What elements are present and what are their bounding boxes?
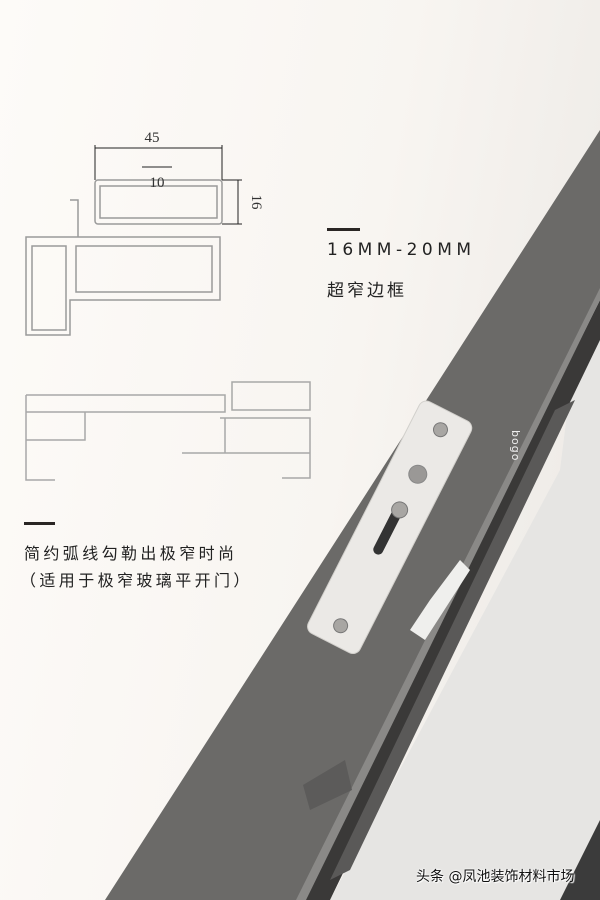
screw-icon (432, 422, 448, 438)
glass-panel (330, 150, 600, 900)
latch-hole-icon (408, 464, 428, 484)
profile-drawing-top (25, 145, 242, 336)
profile-drawing-assembly (25, 381, 311, 481)
spec-title: 16MM-20MM (327, 240, 476, 260)
description-line-1: 简约弧线勾勒出极窄时尚 (24, 544, 238, 563)
dimension-width-label: 45 (145, 130, 160, 146)
accent-bar (24, 522, 55, 525)
slot-icon (373, 508, 402, 555)
door-frame (105, 130, 600, 900)
watermark: 头条 @凤池装饰材料市场 (416, 869, 575, 885)
description-line-2: （适用于极窄玻璃平开门） (20, 571, 253, 590)
dimension-height-label: 16 (248, 195, 264, 211)
strike-plate (307, 400, 473, 655)
spec-subtitle: 超窄边框 (327, 281, 407, 301)
screw-icon (333, 618, 349, 634)
brand-mark: bogo (509, 430, 522, 462)
dimension-slot-label: 10 (150, 175, 165, 191)
accent-bar (327, 228, 360, 231)
screw-icon (391, 501, 409, 519)
